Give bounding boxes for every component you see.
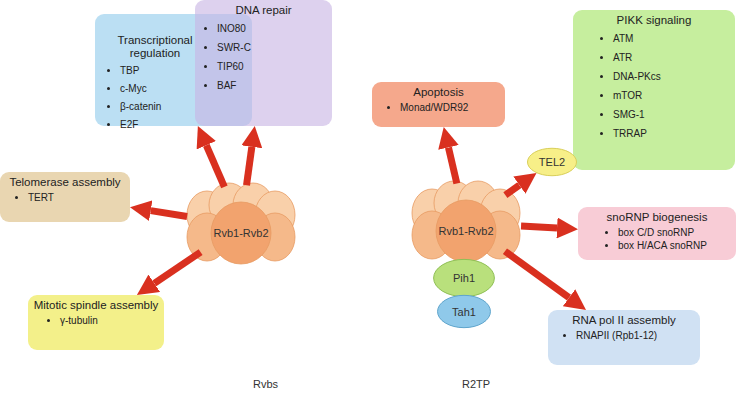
box-heading: Apoptosis [372,82,505,99]
protein-item: DNA-PKcs [613,67,735,86]
function-arrow [505,185,519,195]
protein-name: TEL2 [527,156,577,168]
function-arrow [247,147,252,185]
protein-ellipse: Pih1 [433,259,495,297]
function-arrow [448,147,456,183]
function-arrow [521,226,557,228]
box-heading: snoRNP biogenesis [578,207,736,224]
ellipse-shape [528,148,577,175]
protein-item: TRRAP [613,124,735,143]
protein-item: mTOR [613,86,735,105]
function-arrow [505,251,569,297]
protein-ellipse: TEL2 [527,148,577,176]
box-heading: Mitotic spindle assembly [28,295,164,312]
function-box: DNA repairINO80SWR-CTIP60BAF [195,0,332,126]
protein-ellipse: Tah1 [437,295,491,328]
item-list: ATMATRDNA-PKcsmTORSMG-1TRRAP [573,29,735,143]
protein-item: γ-tubulin [60,314,164,328]
box-heading: RNA pol II assembly [548,310,700,327]
function-box: ApoptosisMonad/WDR92 [372,82,505,127]
protein-item: box C/D snoRNP [618,226,736,239]
item-list: TERT [0,191,130,205]
protein-item: RNAPII (Rpb1-12) [576,329,700,343]
ellipse-shape [438,295,491,327]
protein-item: INO80 [217,19,332,38]
protein-name: Pih1 [433,272,495,284]
protein-item: TIP60 [217,57,332,76]
protein-item: ATM [613,29,735,48]
protein-item: TERT [28,191,130,205]
hexamer-complex: Rvb1-Rvb2 [185,185,297,265]
protein-item: SWR-C [217,38,332,57]
function-arrow [151,211,187,217]
hexamer-ring [410,183,522,263]
item-list: INO80SWR-CTIP60BAF [195,19,332,95]
box-heading: Telomerase assembly [0,172,130,189]
box-heading: PIKK signaling [573,10,735,27]
hexamer-ring [185,185,297,265]
hexamer-complex: Rvb1-Rvb2 [410,183,522,263]
ellipse-shape [434,259,495,296]
protein-item: box H/ACA snoRNP [618,239,736,252]
function-box: PIKK signalingATMATRDNA-PKcsmTORSMG-1TRR… [573,10,735,170]
protein-name: Tah1 [437,306,491,318]
complex-name: Rvb1-Rvb2 [185,227,297,239]
function-box: RNA pol II assemblyRNAPII (Rpb1-12) [548,310,700,365]
function-box: Telomerase assemblyTERT [0,172,130,222]
function-arrow [206,145,224,187]
protein-item: SMG-1 [613,105,735,124]
protein-item: Monad/WDR92 [400,101,505,115]
function-box: snoRNP biogenesis box C/D snoRNPbox H/ACA… [578,207,736,260]
item-list: RNAPII (Rpb1-12) [548,329,700,343]
item-list: box C/D snoRNPbox H/ACA snoRNP [578,226,736,252]
complex-caption: R2TP [462,378,490,390]
item-list: Monad/WDR92 [372,101,505,115]
protein-item: BAF [217,76,332,95]
box-heading: DNA repair [195,0,332,17]
complex-name: Rvb1-Rvb2 [410,225,522,237]
function-arrow [154,252,200,283]
item-list: γ-tubulin [28,314,164,328]
complex-caption: Rvbs [253,378,278,390]
protein-item: ATR [613,48,735,67]
function-box: Mitotic spindle assembly γ-tubulin [28,295,164,350]
